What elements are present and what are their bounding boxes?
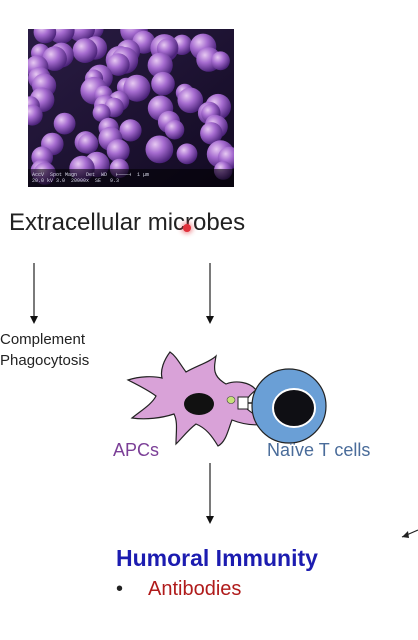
antibodies-text: Antibodies bbox=[148, 578, 242, 600]
coccus-sphere bbox=[107, 53, 130, 76]
coccus-sphere bbox=[92, 103, 111, 122]
coccus-sphere bbox=[176, 143, 198, 165]
page-title: Extracellular microbes bbox=[9, 209, 246, 236]
micrograph-scale-caption: AccV Spot Magn Det WD ⊢———⊣ 1 μm 20.0 kV… bbox=[32, 172, 150, 184]
coccus-sphere bbox=[145, 135, 174, 164]
antibodies-list-item: • Antibodies bbox=[116, 578, 241, 601]
microbe-micrograph-image: AccV Spot Magn Det WD ⊢———⊣ 1 μm 20.0 kV… bbox=[28, 29, 234, 187]
coccus-sphere bbox=[211, 51, 230, 71]
coccus-sphere bbox=[33, 29, 57, 44]
coccus-sphere bbox=[151, 71, 175, 96]
coccus-sphere bbox=[200, 122, 223, 145]
bullet-marker: • bbox=[116, 578, 124, 600]
cocci-cluster-graphic bbox=[28, 29, 234, 187]
complement-phagocytosis-label: Complement Phagocytosis bbox=[0, 329, 89, 371]
humoral-immunity-heading: Humoral Immunity bbox=[116, 545, 318, 571]
coccus-sphere bbox=[147, 52, 173, 78]
apc-nucleus bbox=[184, 393, 214, 415]
coccus-sphere bbox=[106, 139, 130, 163]
coccus-sphere bbox=[119, 119, 142, 142]
laser-pointer-dot bbox=[183, 224, 191, 232]
naive-t-cell-icon bbox=[251, 368, 327, 444]
coccus-sphere bbox=[164, 119, 185, 140]
apc-cell-icon bbox=[126, 351, 268, 447]
phagocytosis-text: Phagocytosis bbox=[0, 352, 90, 369]
coccus-sphere bbox=[78, 133, 99, 154]
coccus-sphere bbox=[177, 87, 204, 114]
coccus-sphere bbox=[28, 104, 43, 126]
coccus-sphere bbox=[123, 74, 151, 102]
complement-text: Complement bbox=[0, 331, 86, 348]
naive-t-cells-label: Naïve T cells bbox=[267, 440, 371, 460]
apcs-label: APCs bbox=[113, 440, 160, 460]
coccus-sphere bbox=[42, 46, 67, 71]
coccus-sphere bbox=[53, 112, 76, 135]
coccus-sphere bbox=[72, 38, 98, 63]
